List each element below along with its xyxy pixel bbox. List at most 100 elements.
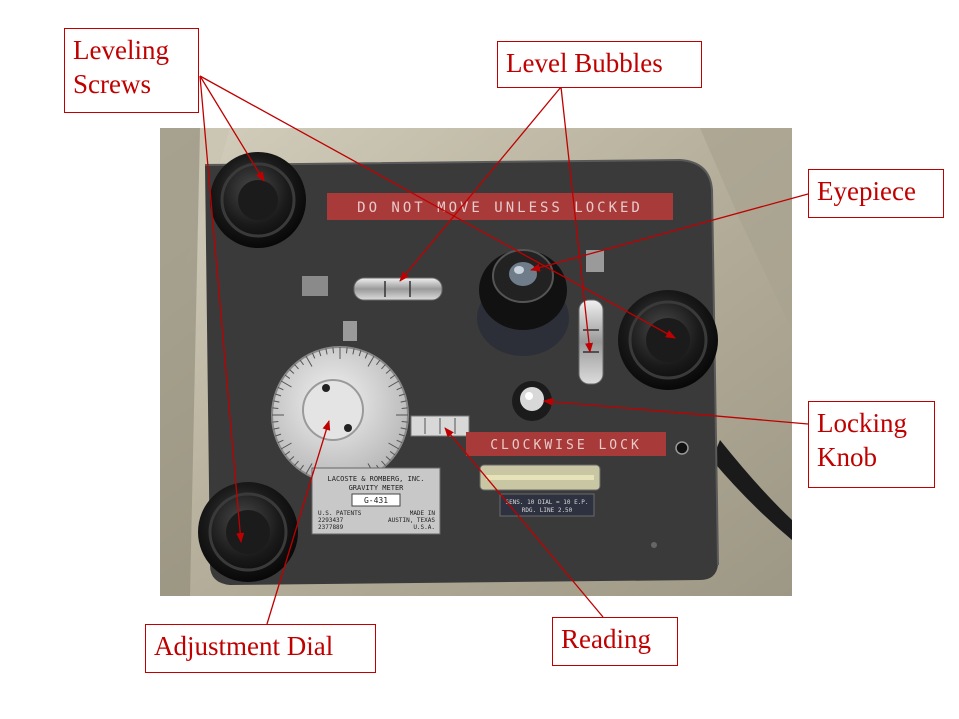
dial-tick xyxy=(364,352,369,359)
label-leveling-screws-line1: Leveling xyxy=(73,35,169,65)
nameplate-model: G-431 xyxy=(364,496,388,505)
nameplate-left-c: 2377889 xyxy=(318,524,344,531)
arrow-leveling-screw-right xyxy=(199,75,676,339)
dial-tick xyxy=(385,456,391,461)
dial-tick xyxy=(400,427,407,430)
warning-plate xyxy=(327,193,673,220)
dial-tick xyxy=(388,442,400,450)
dial-tick xyxy=(305,463,313,475)
level-bubble-horizontal xyxy=(353,277,443,301)
level-bubble-vertical xyxy=(578,299,604,385)
sens-plate-line2: RDG. LINE 2.50 xyxy=(522,507,573,514)
label-level-bubbles-text: Level Bubbles xyxy=(506,48,663,78)
arrow-eyepiece xyxy=(530,193,809,272)
panel-edge xyxy=(204,158,719,566)
dial-tick xyxy=(273,400,280,403)
dial-tick xyxy=(401,420,408,423)
label-leveling-screws: Leveling Screws xyxy=(64,28,199,113)
dial-tick xyxy=(299,359,304,366)
nameplate-right-a: MADE IN xyxy=(410,510,436,517)
dial-tick xyxy=(289,369,295,374)
dial-tick xyxy=(280,442,292,450)
warning-plate-text: DO NOT MOVE UNLESS LOCKED xyxy=(357,200,643,216)
dial-tick xyxy=(358,350,362,357)
dial-tick xyxy=(385,369,391,374)
dial-tick xyxy=(352,348,355,355)
dial-tick xyxy=(325,348,328,355)
dial-tick xyxy=(284,451,291,456)
label-locking-knob-line2: Knob xyxy=(817,442,877,472)
panel-screw xyxy=(675,441,689,455)
nameplate-line2: GRAVITY METER xyxy=(349,484,405,492)
label-locking-knob: Locking Knob xyxy=(808,401,935,488)
arrow-leveling-screw-top-left xyxy=(199,75,265,182)
dial-tick xyxy=(289,456,295,461)
dial-tick xyxy=(389,451,396,456)
cushion-shadow xyxy=(160,128,200,596)
panel-marker xyxy=(586,250,604,272)
nameplate-left-b: 2293437 xyxy=(318,517,344,524)
sens-plate-line1: SENS. 10 DIAL = 10 E.P. xyxy=(505,499,588,506)
dial-tick xyxy=(294,460,299,466)
dial-tick xyxy=(332,347,335,354)
dial-tick xyxy=(398,433,405,437)
label-locking-knob-line1: Locking xyxy=(817,408,907,438)
dial-tick xyxy=(272,420,279,423)
dial-tick xyxy=(294,364,299,370)
dial-tick xyxy=(381,364,386,370)
lock-plate-text: CLOCKWISE LOCK xyxy=(490,438,642,453)
eyepiece-lens-highlight xyxy=(514,266,524,274)
cushion-strap xyxy=(712,440,792,540)
label-reading: Reading xyxy=(552,617,678,666)
nameplate-right-b: AUSTIN, TEXAS xyxy=(388,517,435,524)
dial-tick xyxy=(345,347,348,354)
panel-marker xyxy=(343,321,357,341)
arrow-reading xyxy=(444,427,604,618)
label-eyepiece: Eyepiece xyxy=(808,169,944,218)
dial-tick xyxy=(277,386,284,391)
dial-tick xyxy=(381,460,386,466)
leveling-screw-top-left xyxy=(210,152,306,248)
label-reading-text: Reading xyxy=(561,624,651,654)
arrow-locking-knob xyxy=(543,397,809,425)
label-adjustment-dial-text: Adjustment Dial xyxy=(154,631,334,661)
dial-tick xyxy=(275,393,282,397)
label-leveling-screws-line2: Screws xyxy=(73,69,151,99)
arrow-leveling-screw-bottom-left xyxy=(199,75,245,543)
sens-plate xyxy=(499,493,595,517)
dial-tick xyxy=(376,359,381,366)
nameplate-right-c: U.S.A. xyxy=(413,524,435,531)
label-adjustment-dial: Adjustment Dial xyxy=(145,624,376,673)
panel-screw xyxy=(651,542,657,548)
leveling-screw-bottom-left xyxy=(198,482,298,582)
dial-tick xyxy=(400,400,407,403)
dial-tick xyxy=(396,439,403,444)
arrow-level-bubble-vertical xyxy=(560,86,593,353)
adjustment-dial xyxy=(271,346,409,484)
nameplate-model-box xyxy=(351,493,401,507)
dial-tick xyxy=(396,386,403,391)
locking-knob xyxy=(512,381,552,421)
cushion-fold xyxy=(700,128,792,330)
leveling-screw-right xyxy=(618,290,718,390)
dial-tick xyxy=(273,427,280,430)
dial-tick xyxy=(367,355,375,367)
nameplate-left-a: U.S. PATENTS xyxy=(318,510,362,517)
dial-tick xyxy=(275,433,282,437)
lock-plate xyxy=(466,432,666,456)
label-eyepiece-text: Eyepiece xyxy=(817,176,916,206)
reading-window-line xyxy=(486,475,594,480)
panel-marker xyxy=(302,276,328,296)
arrow-level-bubble-horizontal xyxy=(399,86,562,282)
dial-tick xyxy=(398,393,405,397)
dial-tick xyxy=(272,407,279,410)
dial-tick xyxy=(318,350,322,357)
dial-tick xyxy=(388,380,400,388)
dial-tick xyxy=(401,407,408,410)
dial-tick xyxy=(389,374,396,379)
dial-tick xyxy=(299,464,304,471)
label-level-bubbles: Level Bubbles xyxy=(497,41,702,88)
dial-tick xyxy=(284,374,291,379)
